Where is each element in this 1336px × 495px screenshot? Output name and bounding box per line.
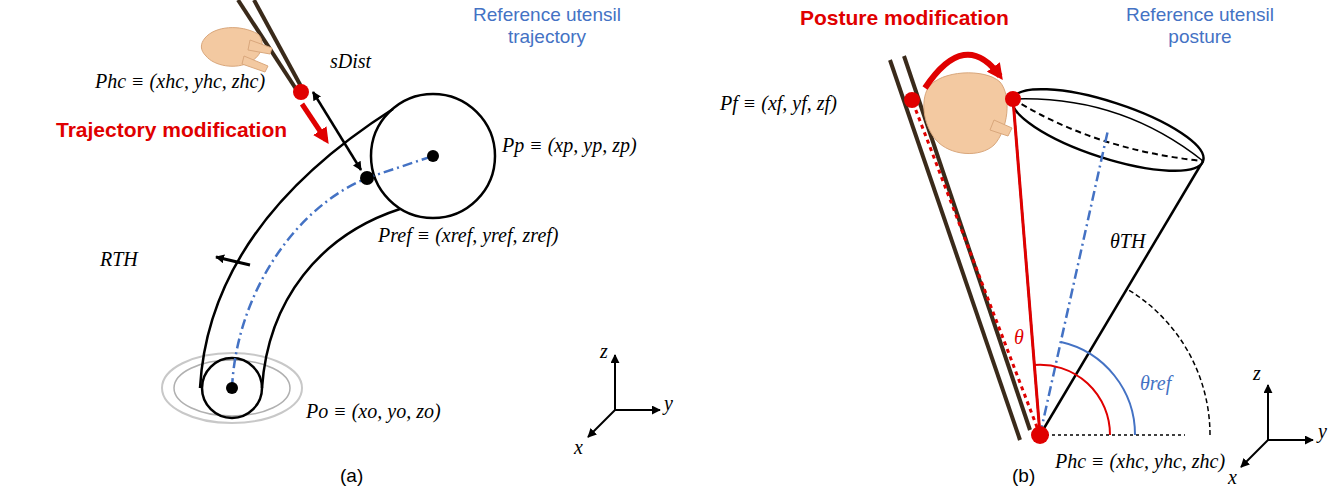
reference-points — [427, 150, 439, 162]
hand-a — [248, 40, 272, 54]
angle-label: θ — [1014, 326, 1024, 349]
tube-boundary — [200, 109, 393, 388]
angle-arcs — [1061, 342, 1135, 435]
axis-label: x — [1228, 466, 1237, 489]
point-label: Phc ≡ (xhc, yhc, zhc) — [1055, 450, 1225, 473]
grey-rings — [174, 360, 290, 416]
modification-heading: Trajectory modification — [56, 118, 287, 142]
axes-a — [588, 410, 615, 437]
axes-a — [588, 355, 660, 437]
axes-b — [1241, 440, 1268, 467]
cone — [1040, 161, 1203, 435]
hand-b — [904, 56, 1030, 430]
reference-points — [360, 171, 374, 185]
reference-points — [226, 150, 439, 394]
point-label: Pp ≡ (xp, yp, zp) — [502, 134, 637, 157]
angle-arcs — [1034, 289, 1210, 435]
hand-b — [890, 56, 1030, 440]
posture-points — [1031, 426, 1049, 444]
posture-points — [1005, 91, 1021, 107]
cone — [1004, 72, 1212, 435]
axes-a — [614, 355, 616, 410]
posture-points — [904, 92, 920, 108]
axes-b — [1241, 385, 1313, 467]
hand-a — [242, 56, 268, 72]
axes-a — [615, 409, 660, 411]
trajectory-modification-arrow — [302, 104, 326, 140]
point-label: Pf ≡ (xf, yf, zf) — [720, 92, 837, 115]
panel-label: (b) — [1012, 465, 1035, 487]
tube-boundary — [371, 94, 495, 218]
axes-b — [1268, 439, 1313, 441]
angle-label: θTH — [1110, 230, 1145, 253]
hand-b — [924, 73, 1007, 154]
posture-points — [904, 91, 1049, 444]
reference-trajectory — [232, 156, 433, 388]
grey-rings — [162, 353, 302, 423]
axis-label: y — [1318, 420, 1327, 443]
modification-heading: Posture modification — [800, 6, 1009, 30]
axis-label: y — [664, 392, 673, 415]
reference-points — [226, 382, 238, 394]
axis-label: z — [1253, 362, 1261, 385]
distance-label: sDist — [330, 50, 371, 73]
reference-label: Reference utensil posture — [1120, 4, 1280, 48]
hand-b — [990, 120, 1012, 136]
angle-arcs — [1127, 289, 1210, 435]
point-label: Pref ≡ (xref, yref, zref) — [378, 224, 558, 247]
cone — [1013, 99, 1040, 435]
reference-label: Reference utensil trajectory — [462, 4, 632, 48]
horizontal-reference — [1040, 434, 1185, 436]
radius-label: RTH — [100, 248, 138, 271]
modified-posture-line — [1013, 99, 1040, 435]
tube-boundary — [200, 94, 495, 418]
axis-label: z — [600, 340, 608, 363]
hand-b — [890, 60, 1020, 440]
point-label: Po ≡ (xo, yo, zo) — [306, 400, 441, 423]
reference-posture-axis — [1040, 130, 1108, 435]
grey-rings — [162, 353, 302, 423]
angle-arcs — [1034, 365, 1110, 435]
angle-label: θref — [1140, 372, 1171, 395]
posture-modification-arrow — [925, 55, 1000, 88]
point-label: Phc ≡ (xhc, yhc, zhc) — [95, 70, 265, 93]
hand-point — [293, 84, 309, 100]
radius-arrow — [216, 257, 250, 265]
panel-label: (a) — [340, 465, 363, 487]
axis-label: x — [574, 436, 583, 459]
current-posture-line — [912, 100, 1040, 435]
tube-boundary — [202, 358, 262, 418]
axes-b — [1267, 385, 1269, 440]
cone — [1013, 99, 1203, 161]
